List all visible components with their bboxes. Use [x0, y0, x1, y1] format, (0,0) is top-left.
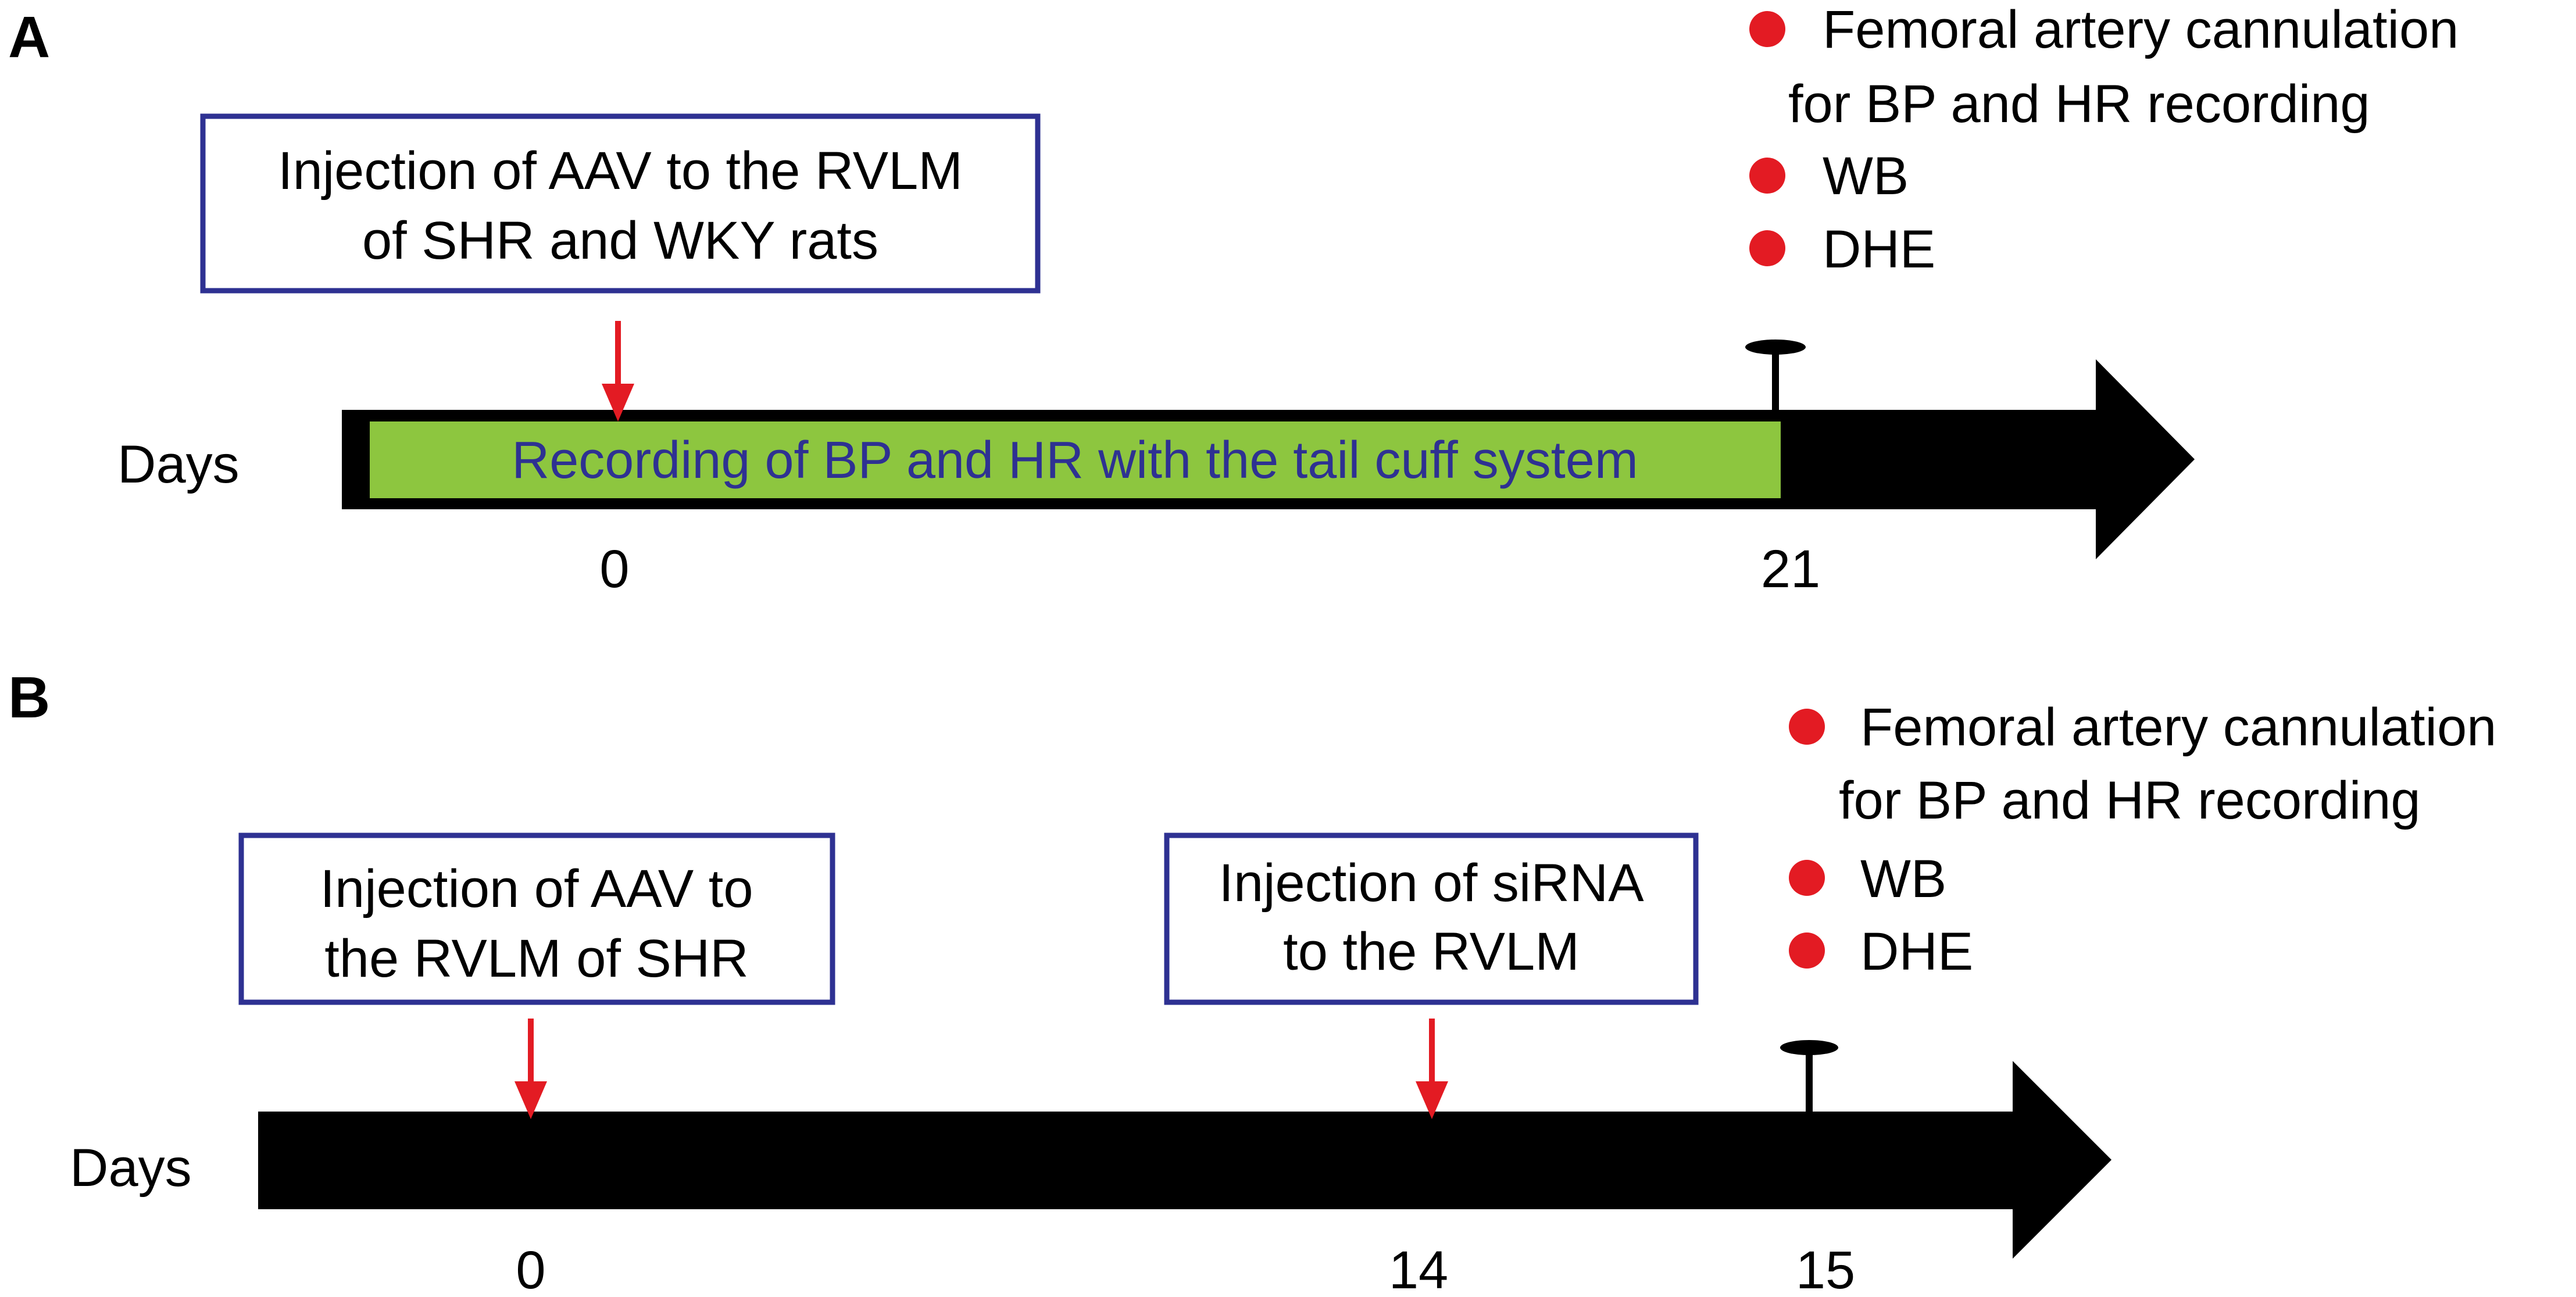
panel-b-day0-marker-head [515, 1081, 547, 1119]
panel-a-injection-box [200, 113, 1041, 294]
panel-b-label: B [8, 665, 50, 730]
panel-b-bullet-1-line2: for BP and HR recording [1839, 771, 2421, 830]
panel-a-end-pin [1745, 340, 1806, 410]
panel-a-recording-bar [370, 421, 1781, 498]
panel-b-sirna-injection-box [1164, 832, 1699, 1005]
panel-a-bullet-3-label: DHE [1823, 220, 1935, 279]
panel-a-bullet-1-line1: Femoral artery cannulation [1823, 0, 2459, 59]
panel-b-bullet-1-line1: Femoral artery cannulation [1860, 698, 2496, 757]
panel-a-label: A [8, 5, 50, 70]
panel-a: A Recording of BP and HR with the tail c… [8, 0, 2459, 599]
panel-b-aav-box-line2: the RVLM of SHR [324, 929, 749, 988]
panel-a-recording-bar-label: Recording of BP and HR with the tail cuf… [512, 431, 1638, 489]
panel-b-day14-marker-head [1416, 1081, 1448, 1119]
panel-b-outcome-list: Femoral artery cannulation for BP and HR… [1789, 698, 2496, 981]
panel-a-bullet-2 [1749, 158, 1785, 194]
panel-b-aav-box-line1: Injection of AAV to [320, 859, 753, 919]
panel-b-sirna-box-line2: to the RVLM [1283, 922, 1580, 981]
panel-b-axis-label: Days [70, 1138, 192, 1198]
panel-a-injection-box-line2: of SHR and WKY rats [362, 211, 878, 270]
panel-a-axis-label: Days [117, 435, 240, 494]
panel-b-bullet-1 [1789, 709, 1825, 745]
panel-a-injection-box-line1: Injection of AAV to the RVLM [278, 141, 963, 201]
panel-a-tick-21: 21 [1761, 539, 1820, 599]
panel-a-tick-0: 0 [599, 539, 629, 599]
panel-b-bullet-2-label: WB [1860, 849, 1946, 909]
panel-a-outcome-list: Femoral artery cannulation for BP and HR… [1749, 0, 2459, 279]
panel-b-tick-0: 0 [516, 1241, 545, 1297]
panel-a-day0-marker-head [602, 384, 634, 421]
panel-b-aav-injection-box [238, 832, 835, 1005]
panel-a-bullet-1 [1749, 11, 1785, 47]
panel-b-end-pin [1780, 1040, 1838, 1112]
panel-a-bullet-1-line2: for BP and HR recording [1788, 74, 2370, 134]
panel-b-tick-15: 15 [1796, 1241, 1855, 1297]
panel-b-bullet-2 [1789, 860, 1825, 896]
panel-b-tick-14: 14 [1389, 1241, 1448, 1297]
panel-b-bullet-3 [1789, 932, 1825, 969]
panel-b-bullet-3-label: DHE [1860, 922, 1973, 981]
panel-b-sirna-box-line1: Injection of siRNA [1219, 853, 1644, 913]
panel-a-bullet-3 [1749, 230, 1785, 266]
panel-a-bullet-2-label: WB [1823, 147, 1909, 206]
panel-b: B Days Injection of AAV to the RVLM of S… [8, 665, 2496, 1297]
panel-b-timeline-arrow [258, 1061, 2111, 1259]
